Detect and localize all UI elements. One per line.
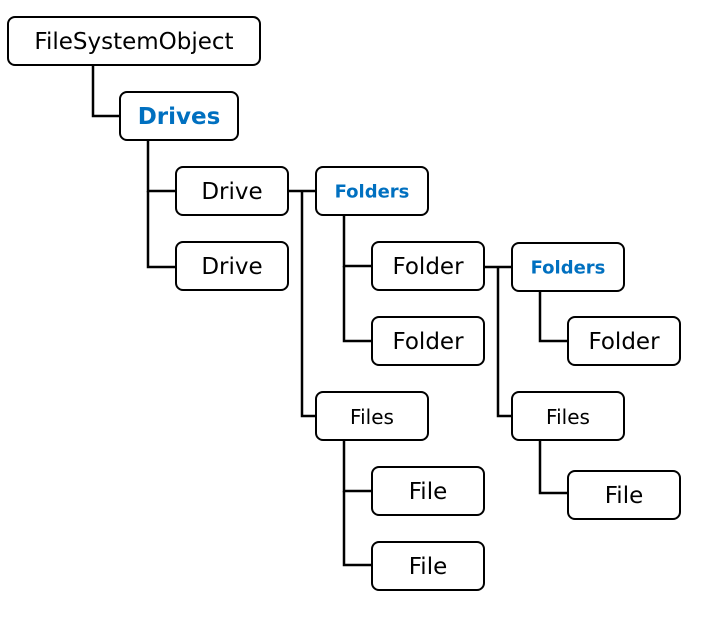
edge-folders-1-folder-1b [342,266,372,343]
node-drive: Drive [175,241,289,291]
node-label: Drives [138,104,221,130]
edge-root-drives [91,66,120,118]
node-label: Folder [588,329,660,355]
node-label: Files [546,405,590,429]
node-label: File [605,483,644,509]
edge-drives-drive-2 [146,191,176,269]
node-file: File [371,466,485,516]
edge-folders-2-folder-2a [538,292,568,343]
node-folder: Folder [567,316,681,366]
node-label: Drive [201,254,262,280]
node-folders: Folders [315,166,429,216]
node-folder: Folder [371,316,485,366]
node-label: Folders [335,182,410,203]
edge-folders-1-folder-1a [342,216,372,268]
node-drives: Drives [119,91,239,141]
node-files: Files [511,391,625,441]
node-label: Files [350,405,394,429]
edge-drive-1-files-1 [300,191,316,418]
edge-drives-drive-1 [146,141,176,193]
node-label: Drive [201,179,262,205]
node-files: Files [315,391,429,441]
edge-files-1-file-1b [342,491,372,567]
node-label: File [409,479,448,505]
node-label: FileSystemObject [34,29,233,55]
node-label: Folders [531,258,606,279]
edge-files-1-file-1a [342,441,372,493]
node-filesystemobject: FileSystemObject [7,16,261,66]
node-label: Folder [392,254,464,280]
node-file: File [371,541,485,591]
node-folder: Folder [371,241,485,291]
nodes: FileSystemObject Drives Drive Drive Fold… [7,16,681,591]
node-folders: Folders [511,242,625,292]
node-label: File [409,554,448,580]
node-drive: Drive [175,166,289,216]
edge-files-2-file-2a [538,441,568,495]
node-label: Folder [392,329,464,355]
edge-folder-1a-files-2 [496,267,512,418]
connector-lines [91,66,568,567]
node-file: File [567,470,681,520]
